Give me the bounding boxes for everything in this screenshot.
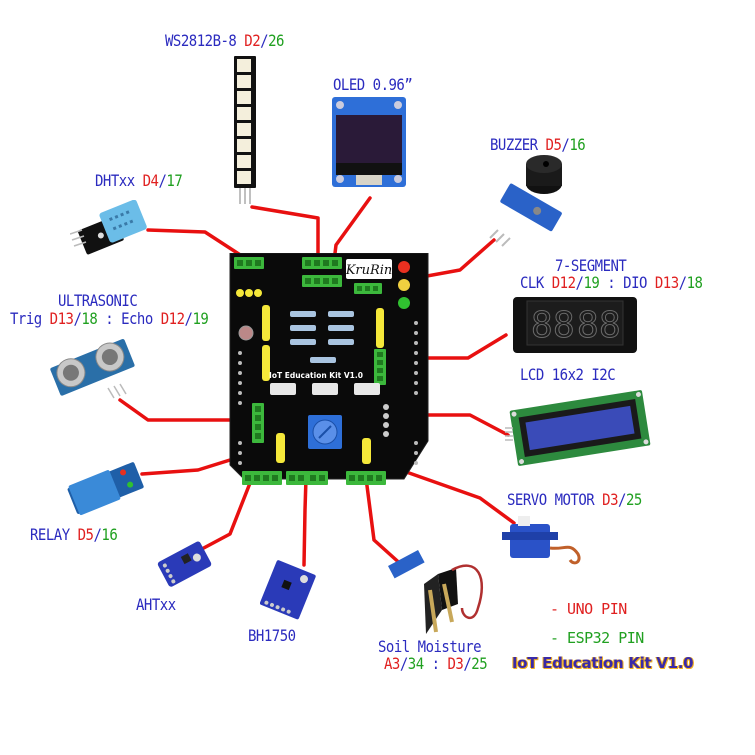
label-buzzer: BUZZER D5/16 bbox=[490, 136, 586, 155]
svg-text:KruRin: KruRin bbox=[345, 263, 393, 278]
side-pins bbox=[238, 321, 418, 465]
header-servo bbox=[362, 438, 371, 464]
ultrasonic-image bbox=[50, 339, 135, 399]
button-sw1[interactable] bbox=[270, 383, 296, 395]
wire-bh1750 bbox=[302, 476, 308, 567]
header-ultrasonic bbox=[252, 403, 264, 443]
legend-uno-pin: - UNO PIN bbox=[550, 600, 627, 618]
i2c-pins bbox=[383, 404, 389, 437]
led-red bbox=[398, 261, 410, 273]
label-soil-title: Soil Moisture bbox=[378, 638, 482, 657]
button-sw2[interactable] bbox=[312, 383, 338, 395]
ahtxx-image bbox=[157, 541, 212, 587]
lcd-16x2-image bbox=[505, 390, 651, 466]
label-ws2812b: WS2812B-8 D2/26 bbox=[165, 32, 284, 51]
header-buzzer bbox=[354, 283, 382, 294]
header-relay bbox=[276, 433, 285, 463]
header-ws2812b bbox=[302, 257, 342, 269]
label-ahtxx: AHTxx bbox=[136, 596, 176, 615]
kit-title: IoT Education Kit V1.0 bbox=[512, 654, 694, 672]
wire-ultrasonic bbox=[118, 398, 260, 422]
ws2812b-strip-image bbox=[234, 56, 256, 204]
label-soil-pins: A3/34 : D3/25 bbox=[384, 655, 488, 674]
ldr-sensor bbox=[238, 325, 254, 341]
label-lcd: LCD 16x2 I2C bbox=[520, 366, 616, 385]
dht-sensor-image bbox=[70, 200, 147, 255]
wire-servo bbox=[376, 460, 516, 525]
button-sw3[interactable] bbox=[354, 383, 380, 395]
header-7seg bbox=[374, 349, 386, 385]
push-buttons bbox=[270, 383, 380, 395]
label-servo: SERVO MOTOR D3/25 bbox=[507, 491, 642, 510]
kurin-logo: KruRin bbox=[345, 259, 393, 279]
header-dht bbox=[234, 257, 264, 269]
legend-esp32-pin: - ESP32 PIN bbox=[550, 629, 644, 647]
bh1750-image bbox=[260, 560, 316, 620]
wire-dht bbox=[146, 228, 247, 260]
svg-text:8: 8 bbox=[531, 305, 553, 346]
label-dht: DHTxx D4/17 bbox=[95, 172, 183, 191]
label-relay: RELAY D5/16 bbox=[30, 526, 118, 545]
yellow-headers-left bbox=[236, 289, 384, 381]
relay-image bbox=[67, 462, 144, 516]
header-oled bbox=[302, 275, 342, 287]
svg-text:8: 8 bbox=[577, 305, 599, 346]
header-soil bbox=[346, 471, 386, 485]
header-ahtxx bbox=[242, 471, 282, 485]
label-bh1750: BH1750 bbox=[248, 627, 296, 646]
label-ultrasonic-pins: Trig D13/18 : Echo D12/19 bbox=[10, 310, 209, 329]
buzzer-image bbox=[489, 155, 562, 247]
wire-ws2812b bbox=[250, 205, 320, 257]
wire-soil bbox=[364, 476, 406, 569]
led-yellow bbox=[398, 279, 410, 291]
resistors bbox=[290, 311, 354, 363]
svg-text:8: 8 bbox=[599, 305, 621, 346]
svg-text:8: 8 bbox=[553, 305, 575, 346]
label-oled: OLED 0.96” bbox=[333, 76, 413, 95]
header-bh1750 bbox=[286, 471, 328, 485]
label-ultrasonic-title: ULTRASONIC bbox=[58, 292, 138, 311]
servo-motor-image bbox=[502, 516, 581, 565]
soil-moisture-image bbox=[388, 550, 483, 634]
led-green bbox=[398, 297, 410, 309]
iot-education-kit-board: KruRin IoT Education Kit V1.0 bbox=[229, 253, 429, 485]
oled-display-image bbox=[332, 97, 406, 187]
label-7seg-pins: CLK D12/19 : DIO D13/18 bbox=[520, 274, 703, 293]
wire-ahtxx bbox=[198, 476, 254, 552]
label-7seg-title: 7-SEGMENT bbox=[555, 257, 627, 276]
trimpot[interactable] bbox=[308, 415, 342, 449]
board-title: IoT Education Kit V1.0 bbox=[269, 371, 363, 380]
